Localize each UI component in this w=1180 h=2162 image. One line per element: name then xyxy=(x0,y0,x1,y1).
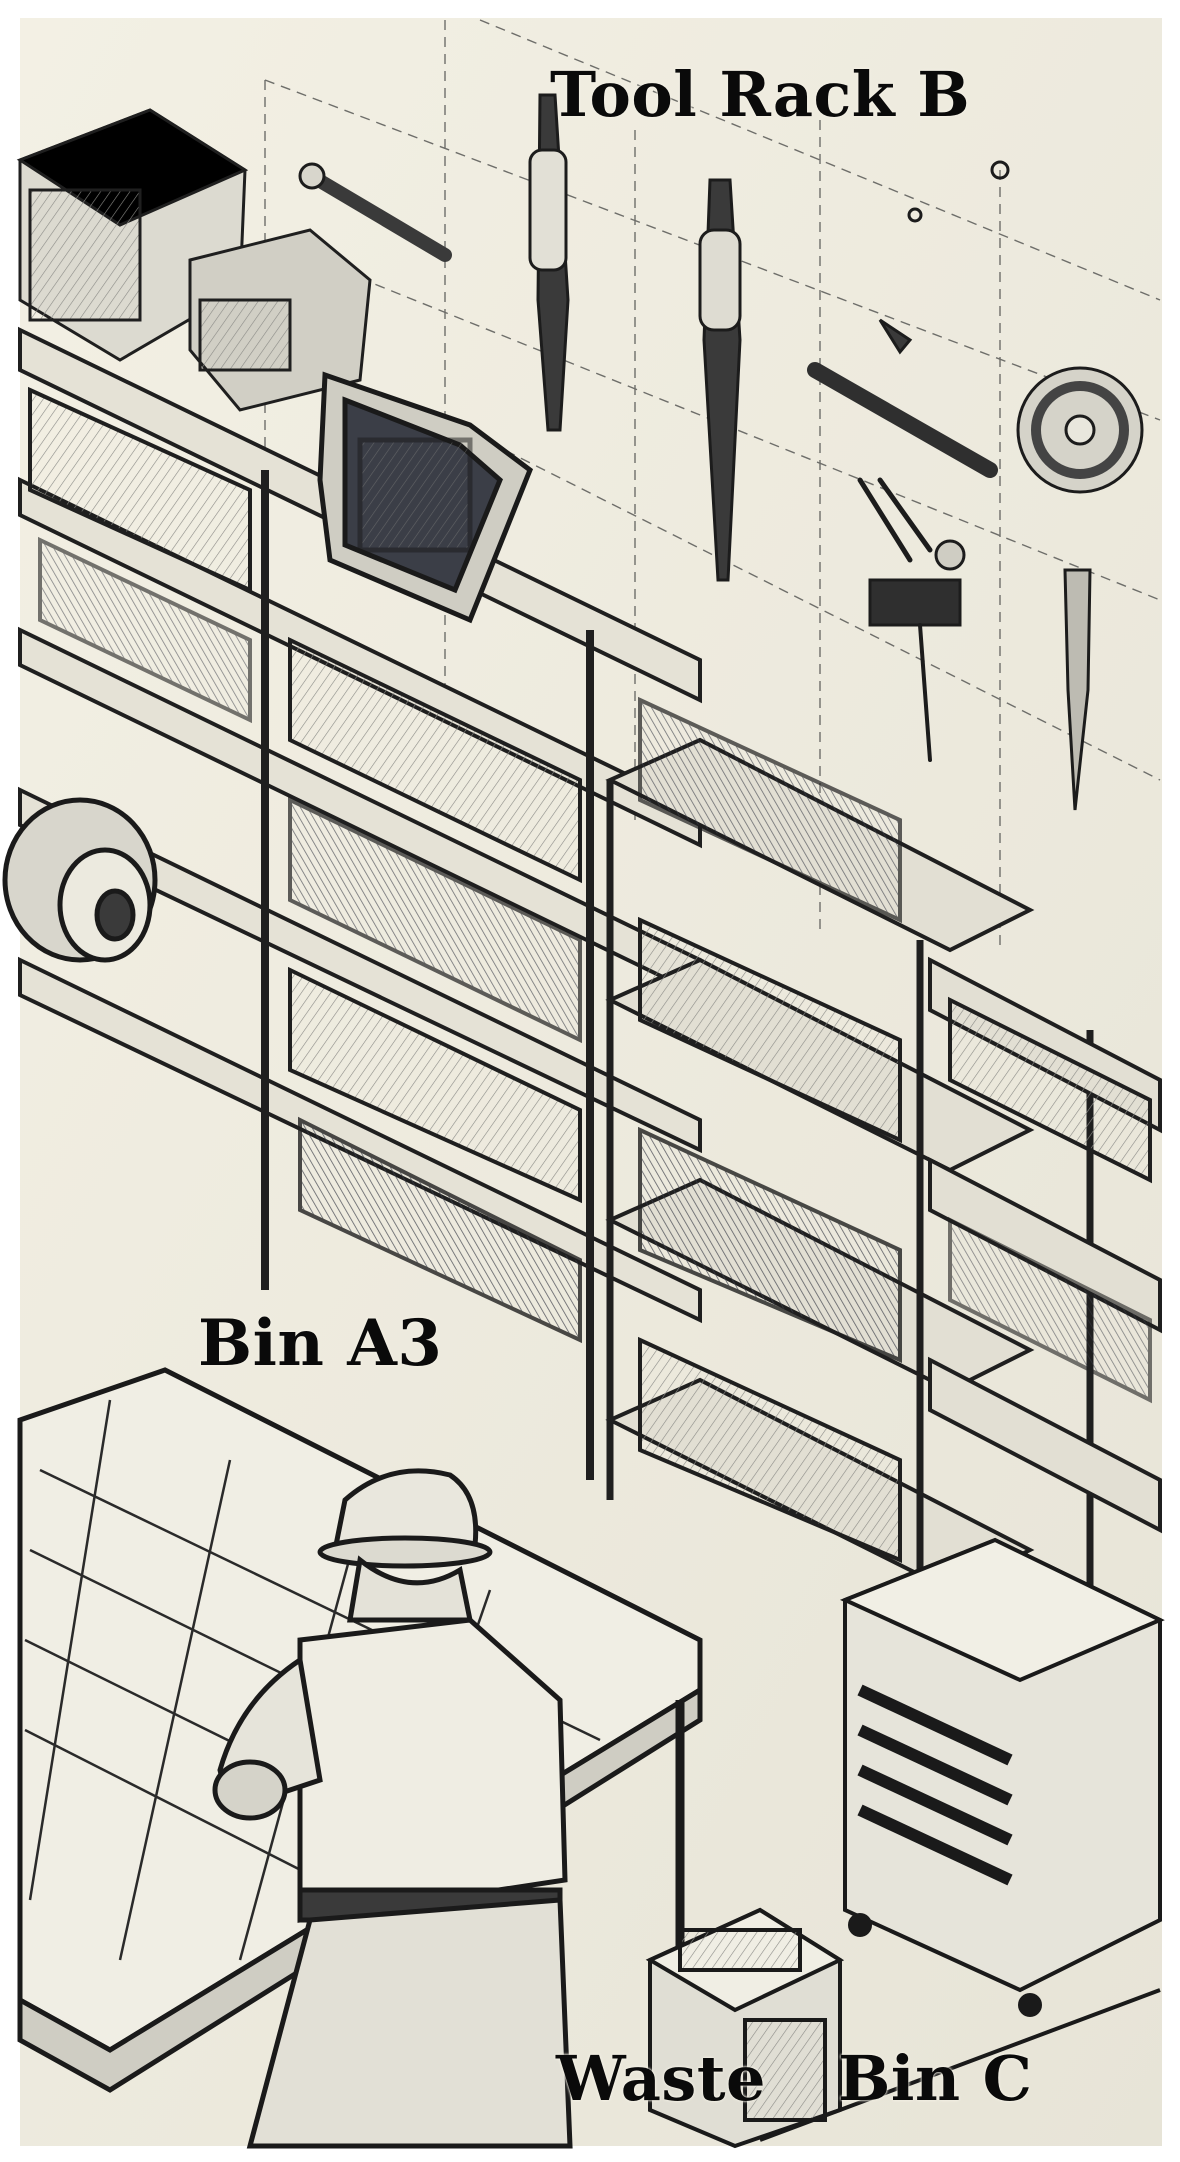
packing-machine xyxy=(16,108,372,412)
worker-figure xyxy=(212,1468,573,2149)
hanging-tools xyxy=(298,93,1144,811)
tool-rack-b-label: Tool Rack B xyxy=(550,58,971,131)
monitor xyxy=(317,371,534,624)
waste-label: Waste xyxy=(556,2042,766,2115)
waste-bin xyxy=(645,1907,845,2149)
bin-a3-label: Bin A3 xyxy=(198,1306,443,1381)
shelving-unit-right xyxy=(605,696,1162,1620)
bin-c-label: Bin C xyxy=(838,2042,1033,2115)
floor-edge xyxy=(759,1988,1161,2142)
roller-machine xyxy=(2,797,158,963)
tool-cart xyxy=(839,1537,1165,2017)
